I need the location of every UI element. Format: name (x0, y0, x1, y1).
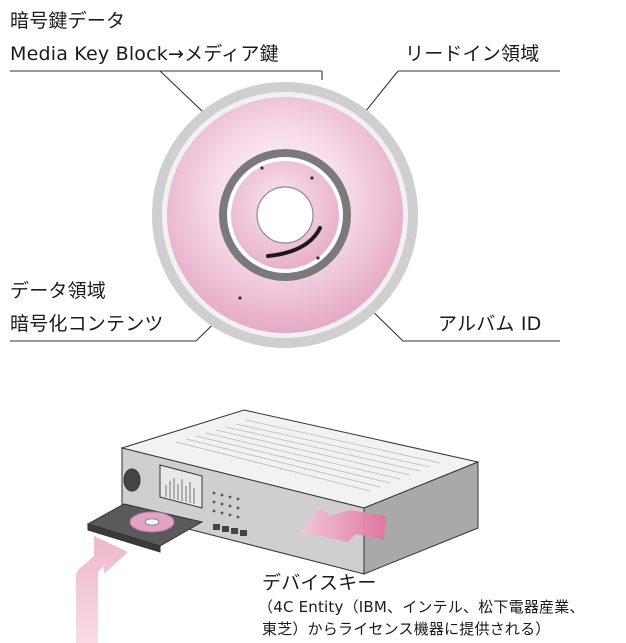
disc-center-hole (256, 186, 314, 244)
disc (152, 82, 418, 348)
device-key-note-line2: 東芝）からライセンス機器に提供される） (262, 620, 551, 638)
lead-in-label: リードイン領域 (405, 43, 540, 65)
data-area-label-line1: データ領域 (10, 280, 107, 302)
album-id-label: アルバム ID (438, 313, 542, 335)
data-area-label-line2: 暗号化コンテンツ (10, 313, 164, 335)
leader-dots (238, 166, 320, 300)
disc-player (86, 409, 480, 575)
disc-path-arrow (76, 536, 128, 643)
device-key-note-line1: （4C Entity（IBM、インテル、松下電器産業、 (258, 598, 585, 616)
mkb-label-line1: 暗号鍵データ (10, 10, 126, 32)
device-key-title: デバイスキー (262, 572, 377, 594)
device-key-arrow (300, 508, 386, 542)
album-id-mark (266, 226, 322, 258)
mkb-label-line2: Media Key Block→メディア鍵 (10, 43, 279, 65)
